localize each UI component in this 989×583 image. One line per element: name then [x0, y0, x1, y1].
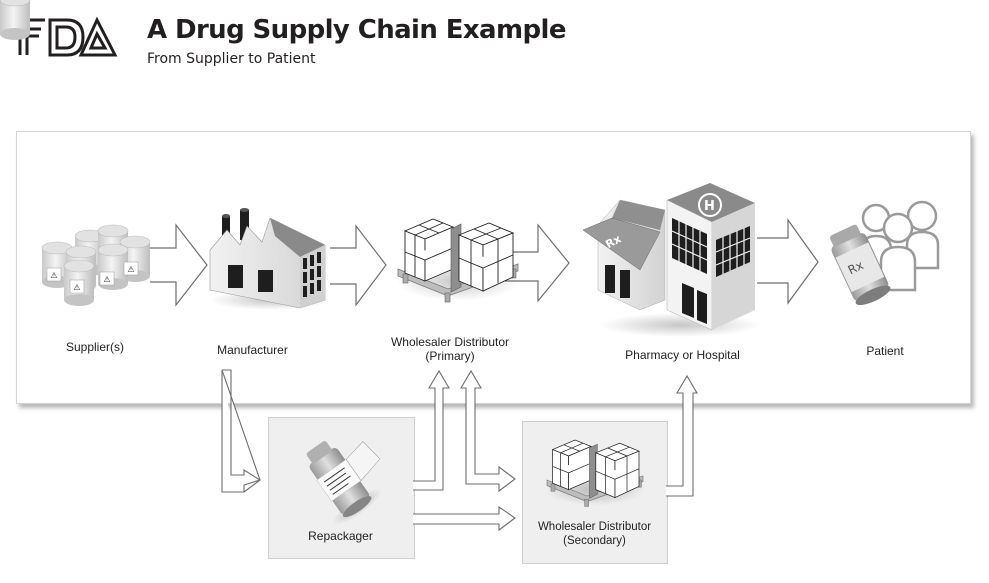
flow-arrow-hospital-to-patient: [757, 218, 819, 305]
hospital-h-sign: H: [704, 199, 715, 214]
relabeled-bottle-icon: [306, 441, 383, 525]
svg-text:⚠: ⚠: [127, 265, 134, 274]
pharmacy-rx-sign: Rx: [603, 232, 623, 251]
wholesaler-primary-label-line1: Wholesaler Distributor: [390, 335, 510, 349]
flow-arrow-manufacturer-to-wholesaler: [330, 224, 387, 307]
wholesaler-secondary-label-line1: Wholesaler Distributor: [537, 521, 652, 533]
flow-arrow-repackager-to-secondary: [413, 505, 516, 532]
bottle-rx-label: Rx: [846, 258, 866, 277]
helipad-circle: [698, 193, 722, 217]
wholesaler-primary-label: Wholesaler Distributor (Primary): [375, 335, 525, 363]
flow-arrow-manufacturer-to-repackager: [221, 369, 261, 493]
page-title: A Drug Supply Chain Example: [147, 15, 566, 45]
pallet-boxes-icon: [395, 218, 521, 303]
flow-arrow-primary-secondary-bidirectional: [460, 369, 516, 493]
pallet-boxes-icon: [545, 439, 645, 507]
pharmacy-hospital-buildings-icon: Rx H: [582, 183, 760, 337]
flow-arrow-secondary-to-hospital: [666, 374, 698, 497]
supplier-label: Supplier(s): [65, 340, 125, 354]
wholesaler-secondary-label-line2: (Secondary): [563, 535, 626, 547]
svg-text:⚠: ⚠: [103, 275, 110, 284]
fda-logo: [18, 16, 118, 57]
wholesaler-primary-label-line2: (Primary): [425, 349, 475, 363]
manufacturer-label: Manufacturer: [217, 343, 288, 357]
flow-arrow-wholesaler-to-pharmacy: [505, 223, 570, 303]
flow-arrow-repackager-to-primary: [413, 369, 450, 491]
wholesaler-secondary-label: Wholesaler Distributor (Secondary): [522, 520, 667, 548]
flow-arrow-supplier-to-manufacturer: [150, 223, 208, 307]
pharmacy-hospital-label: Pharmacy or Hospital: [625, 348, 740, 362]
drum-barrels-icon: ⚠ ⚠ ⚠ ⚠: [0, 0, 151, 307]
patients-with-rx-bottle-icon: Rx: [830, 200, 940, 306]
page-subtitle: From Supplier to Patient: [147, 51, 316, 67]
repackager-label: Repackager: [308, 529, 373, 543]
svg-text:⚠: ⚠: [50, 271, 57, 280]
factory-icon: [209, 208, 330, 310]
svg-text:⚠: ⚠: [73, 283, 80, 292]
patient-label: Patient: [866, 344, 904, 358]
